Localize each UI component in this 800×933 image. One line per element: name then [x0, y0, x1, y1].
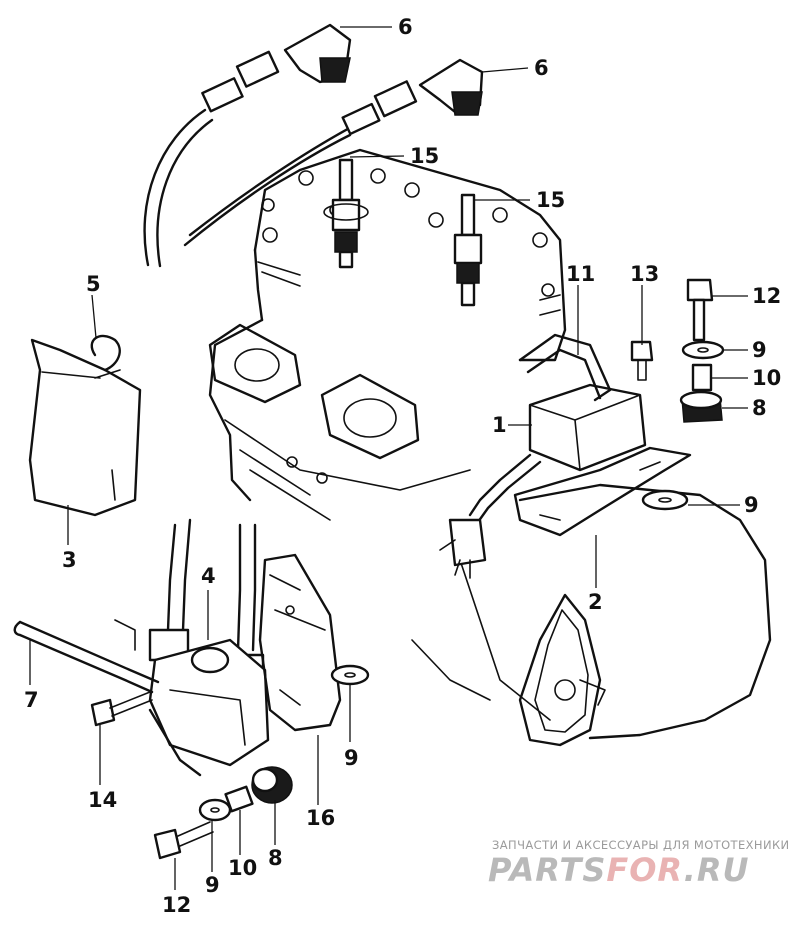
retaining-clip — [90, 334, 121, 379]
spark-plug-left — [323, 158, 369, 269]
washer-9-plate — [641, 489, 689, 511]
engine-block — [208, 148, 772, 747]
grommet-8-right — [679, 390, 723, 423]
callout-11-bracket: 11 — [566, 262, 596, 286]
bolt-14 — [90, 691, 153, 727]
callout-6-left-wire: 6 — [398, 15, 413, 39]
callout-4-coil: 4 — [201, 564, 216, 588]
ignition-coil — [148, 518, 270, 777]
bolt-13 — [630, 340, 654, 381]
coil-bracket — [258, 553, 342, 732]
callout-10-collar-right: 10 — [752, 366, 782, 390]
watermark-logo: PARTSFOR.RU — [488, 851, 749, 889]
shield-cover — [28, 338, 142, 517]
grommet-8-lower — [251, 766, 293, 804]
washer-9-lower — [198, 798, 232, 822]
collar-10-right — [691, 363, 713, 392]
spark-plug-right — [453, 193, 483, 307]
washer-9-right — [681, 340, 725, 360]
callout-15-left-plug: 15 — [410, 144, 440, 168]
callout-3-cover: 3 — [62, 548, 77, 572]
callout-8-grommet-lower: 8 — [268, 846, 283, 870]
callout-13-bolt: 13 — [630, 262, 660, 286]
washer-9-coil-right — [330, 664, 370, 686]
cdi-bracket — [518, 333, 612, 402]
callout-1-cdi-box: 1 — [492, 413, 507, 437]
lead-wire — [13, 619, 160, 694]
callout-12-bolt-lower: 12 — [162, 893, 192, 917]
callout-6-right-wire: 6 — [534, 56, 549, 80]
spark-plug-wire-left — [143, 23, 352, 268]
callout-9-washer-coil: 9 — [344, 746, 359, 770]
callout-15-right-plug: 15 — [536, 188, 566, 212]
callout-12-bolt-right: 12 — [752, 284, 782, 308]
collar-10-lower — [224, 785, 254, 813]
callout-8-grommet-right: 8 — [752, 396, 767, 420]
bolt-12-right — [686, 278, 714, 342]
watermark-brand-1: PARTS — [488, 851, 607, 889]
callout-9-washer-plate: 9 — [744, 493, 759, 517]
callout-7-lead-wire: 7 — [24, 688, 39, 712]
callout-5-clip: 5 — [86, 272, 101, 296]
callout-14-bolt: 14 — [88, 788, 118, 812]
mounting-plate — [513, 446, 692, 537]
bolt-12-lower — [153, 821, 214, 860]
watermark-tagline: ЗАПЧАСТИ И АКСЕССУАРЫ ДЛЯ МОТОТЕХНИКИ — [492, 838, 790, 852]
cdi-box — [439, 383, 647, 579]
callout-9-washer-lower: 9 — [205, 873, 220, 897]
callout-10-collar-lower: 10 — [228, 856, 258, 880]
watermark-brand-3: .RU — [683, 851, 750, 889]
callout-16-coil-bracket: 16 — [306, 806, 336, 830]
spark-plug-wire-right — [183, 58, 484, 247]
callout-2-plate: 2 — [588, 590, 603, 614]
callout-9-washer-right: 9 — [752, 338, 767, 362]
leader-lines — [29, 26, 748, 890]
watermark-brand-2: FOR — [606, 851, 684, 889]
